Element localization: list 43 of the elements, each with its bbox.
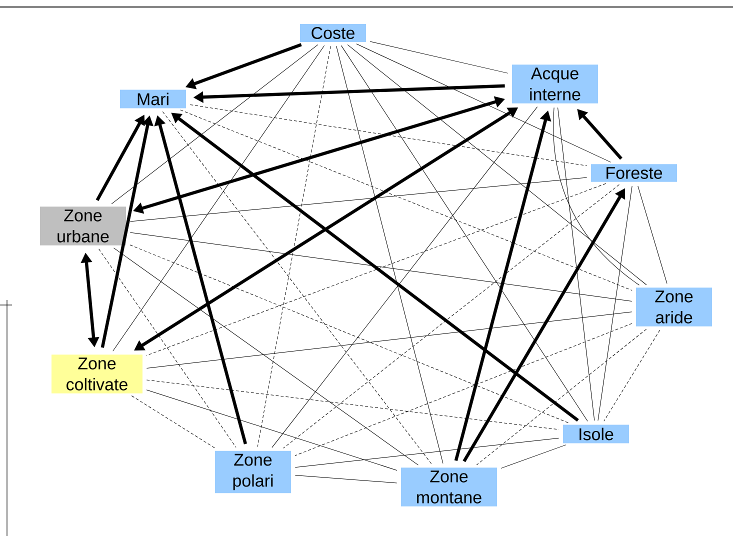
connector-line bbox=[553, 107, 640, 286]
connector-line bbox=[272, 106, 538, 448]
connector-line bbox=[98, 248, 236, 448]
connector-line bbox=[146, 380, 560, 430]
connector-line bbox=[130, 177, 588, 222]
zone-box: Zone coltivate bbox=[52, 354, 142, 394]
connector-line bbox=[558, 107, 595, 421]
connector-line bbox=[111, 44, 318, 204]
zone-box: Acque interne bbox=[512, 64, 598, 104]
connector-line bbox=[294, 323, 632, 456]
connector-line bbox=[476, 328, 647, 466]
connector-line bbox=[598, 186, 632, 421]
connector-line bbox=[190, 104, 588, 166]
connector-line bbox=[113, 248, 418, 466]
connector-line bbox=[146, 312, 632, 369]
connector-line bbox=[283, 184, 620, 448]
connector-line bbox=[340, 45, 588, 422]
connector-line bbox=[294, 438, 560, 468]
connector-line bbox=[131, 396, 216, 449]
connector-line bbox=[500, 444, 566, 469]
zone-box: Zone urbane bbox=[40, 206, 126, 246]
zone-box: Zone montane bbox=[401, 468, 497, 506]
connector-line bbox=[180, 110, 632, 291]
connector-line bbox=[146, 390, 398, 471]
zone-box: Isole bbox=[563, 424, 629, 444]
connector-line bbox=[604, 330, 660, 422]
connector-line bbox=[370, 41, 508, 74]
connector-line bbox=[347, 44, 647, 286]
connector-line bbox=[638, 186, 668, 284]
zone-box: Zone polari bbox=[215, 450, 291, 494]
connector-line bbox=[146, 183, 606, 356]
zone-box: Zone aride bbox=[636, 288, 712, 326]
connector-line bbox=[294, 474, 398, 484]
connector-line bbox=[130, 232, 632, 302]
connector-line bbox=[336, 46, 444, 464]
zone-box: Mari bbox=[120, 90, 186, 108]
connector-line bbox=[257, 46, 331, 447]
zone-box: Coste bbox=[300, 24, 366, 42]
zone-box: Foreste bbox=[591, 164, 677, 182]
connector-line bbox=[130, 244, 570, 424]
connector-line bbox=[356, 44, 611, 162]
connector-line bbox=[112, 45, 325, 352]
connector-line bbox=[162, 111, 432, 464]
